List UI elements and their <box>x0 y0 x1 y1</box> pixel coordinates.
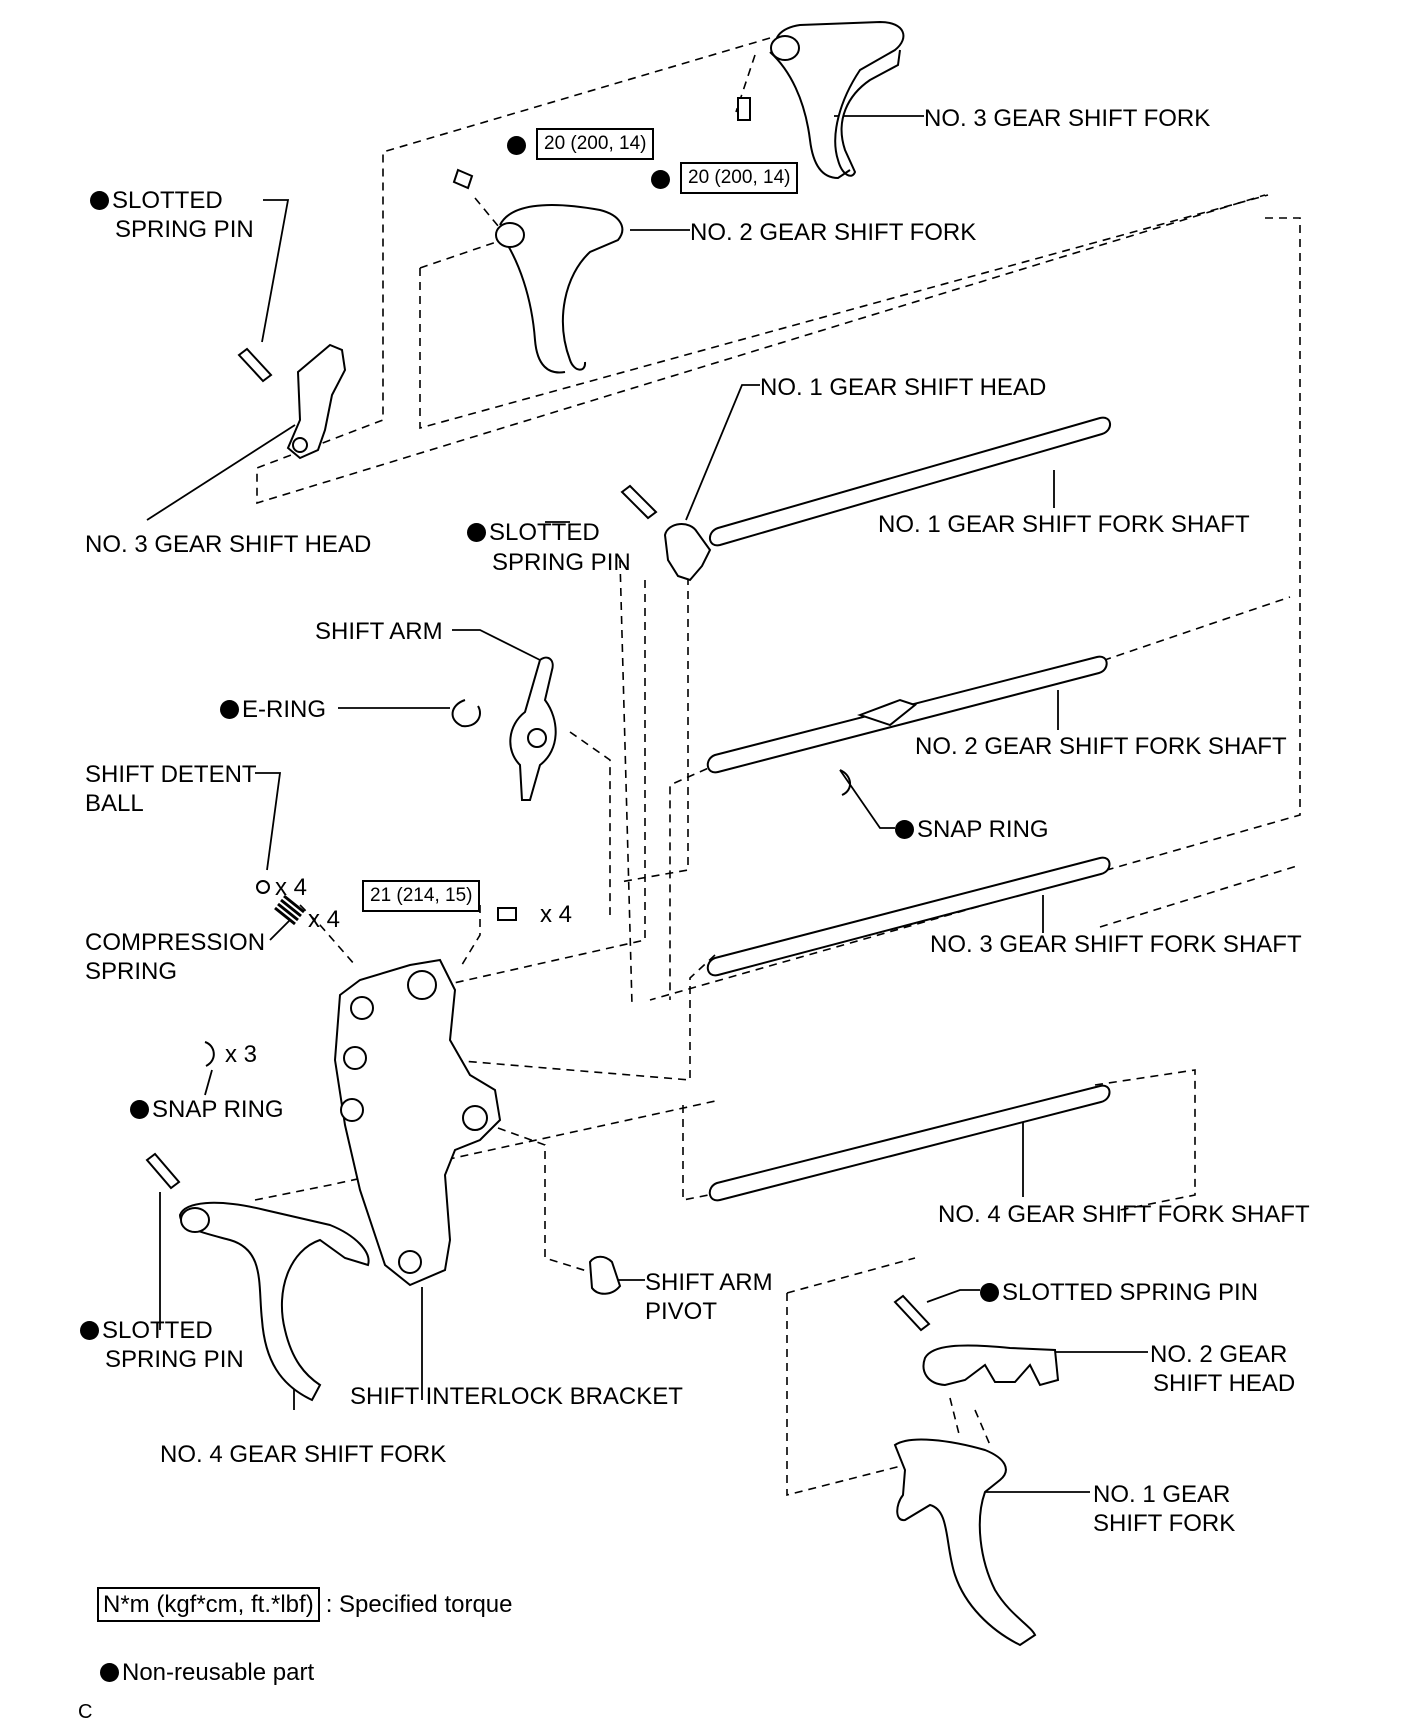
label-shift-arm-pivot-2: PIVOT <box>645 1298 718 1325</box>
nonreusable-mark-b <box>651 165 673 194</box>
torque-spec-bolt-a: 20 (200, 14) <box>536 128 655 160</box>
label-slotted-pin-left-2: SPRING PIN <box>105 1346 244 1373</box>
label-shift-interlock-bracket: SHIFT INTERLOCK BRACKET <box>350 1383 683 1410</box>
legend-torque-text: : Specified torque <box>325 1591 513 1618</box>
label-no1-gear-shift-head: NO. 1 GEAR SHIFT HEAD <box>760 374 1047 401</box>
label-no3-shaft: NO. 3 GEAR SHIFT FORK SHAFT <box>930 931 1302 958</box>
label-no4-gear-shift-fork: NO. 4 GEAR SHIFT FORK <box>160 1441 447 1468</box>
label-slotted-pin-right: SLOTTED SPRING PIN <box>980 1278 1258 1307</box>
label-no3-gear-shift-head: NO. 3 GEAR SHIFT HEAD <box>85 531 372 558</box>
torque-spec-bolt-b: 20 (200, 14) <box>680 162 799 194</box>
label-compression-spring-1: COMPRESSION <box>85 929 266 956</box>
label-no4-shaft: NO. 4 GEAR SHIFT FORK SHAFT <box>938 1201 1310 1228</box>
label-no2-head-2: SHIFT HEAD <box>1153 1370 1296 1397</box>
torque-spec-bolt-c: 21 (214, 15) <box>362 880 481 912</box>
qty-spring: x 4 <box>308 906 341 933</box>
label-no3-gear-shift-fork: NO. 3 GEAR SHIFT FORK <box>924 105 1211 132</box>
qty-ball: x 4 <box>275 874 308 901</box>
label-no1-fork-1: NO. 1 GEAR <box>1093 1481 1231 1508</box>
label-e-ring: E-RING <box>220 695 326 724</box>
label-slotted-pin-top-2: SPRING PIN <box>115 216 254 243</box>
label-detent-ball-1: SHIFT DETENT <box>85 761 257 788</box>
label-no2-head-1: NO. 2 GEAR <box>1150 1341 1288 1368</box>
label-snap-ring-right: SNAP RING <box>895 815 1049 844</box>
label-slotted-pin-left-1: SLOTTED <box>80 1316 213 1345</box>
label-detent-ball-2: BALL <box>85 790 144 817</box>
legend-nonreusable-text: Non-reusable part <box>122 1659 315 1686</box>
label-slotted-pin-mid-2: SPRING PIN <box>492 549 631 576</box>
nonreusable-dot-icon <box>100 1663 119 1682</box>
qty-bolt: x 4 <box>540 901 573 928</box>
label-shift-arm-pivot-1: SHIFT ARM <box>645 1269 773 1296</box>
label-compression-spring-2: SPRING <box>85 958 178 985</box>
legend-torque-unit: N*m (kgf*cm, ft.*lbf) <box>97 1587 320 1622</box>
parts <box>145 20 1111 1647</box>
figure-code: C <box>78 1701 93 1723</box>
label-no1-shaft: NO. 1 GEAR SHIFT FORK SHAFT <box>878 511 1250 538</box>
label-no1-fork-2: SHIFT FORK <box>1093 1510 1236 1537</box>
label-shift-arm: SHIFT ARM <box>315 618 443 645</box>
label-snap-ring-left: SNAP RING <box>130 1095 284 1124</box>
legend-torque: N*m (kgf*cm, ft.*lbf): Specified torque <box>97 1587 513 1622</box>
label-no2-shaft: NO. 2 GEAR SHIFT FORK SHAFT <box>915 733 1287 760</box>
label-no2-gear-shift-fork: NO. 2 GEAR SHIFT FORK <box>690 219 977 246</box>
nonreusable-mark-a <box>507 131 529 160</box>
leader-lines <box>146 115 1148 1493</box>
qty-snap-ring: x 3 <box>225 1041 258 1068</box>
label-slotted-pin-top-1: SLOTTED <box>90 186 223 215</box>
label-slotted-pin-mid-1: SLOTTED <box>467 518 600 547</box>
legend-nonreusable: Non-reusable part <box>100 1658 314 1687</box>
